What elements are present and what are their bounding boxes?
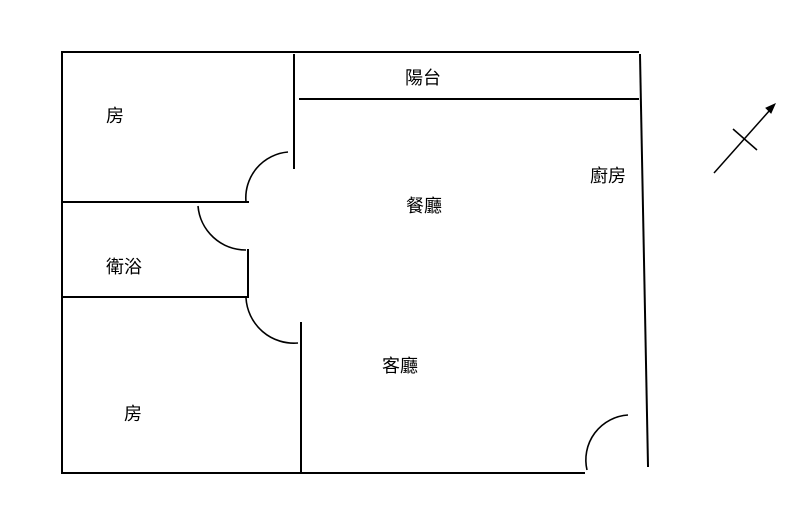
north-arrow-icon [713,103,776,174]
label-dining: 餐廳 [406,196,442,217]
north-arrow-shaft [713,109,771,174]
interior-walls [61,54,639,474]
label-bedroom-bottom: 房 [124,404,142,425]
north-arrow-head [765,103,776,114]
door-bedroom-bottom [245,297,299,344]
label-bedroom-top: 房 [106,106,124,127]
label-bathroom: 衛浴 [106,257,142,278]
north-arrow-crossbar [732,128,758,151]
label-living: 客廳 [382,356,418,377]
door-entrance [585,414,629,471]
label-kitchen: 廚房 [590,165,626,187]
doors [197,151,629,471]
room-labels: 房 陽台 廚房 餐廳 衛浴 客廳 房 [106,68,626,425]
label-balcony: 陽台 [405,68,441,89]
wall-right [638,53,650,468]
exterior-walls [61,51,650,474]
door-bedroom-top [245,151,289,203]
door-bathroom [197,205,247,251]
